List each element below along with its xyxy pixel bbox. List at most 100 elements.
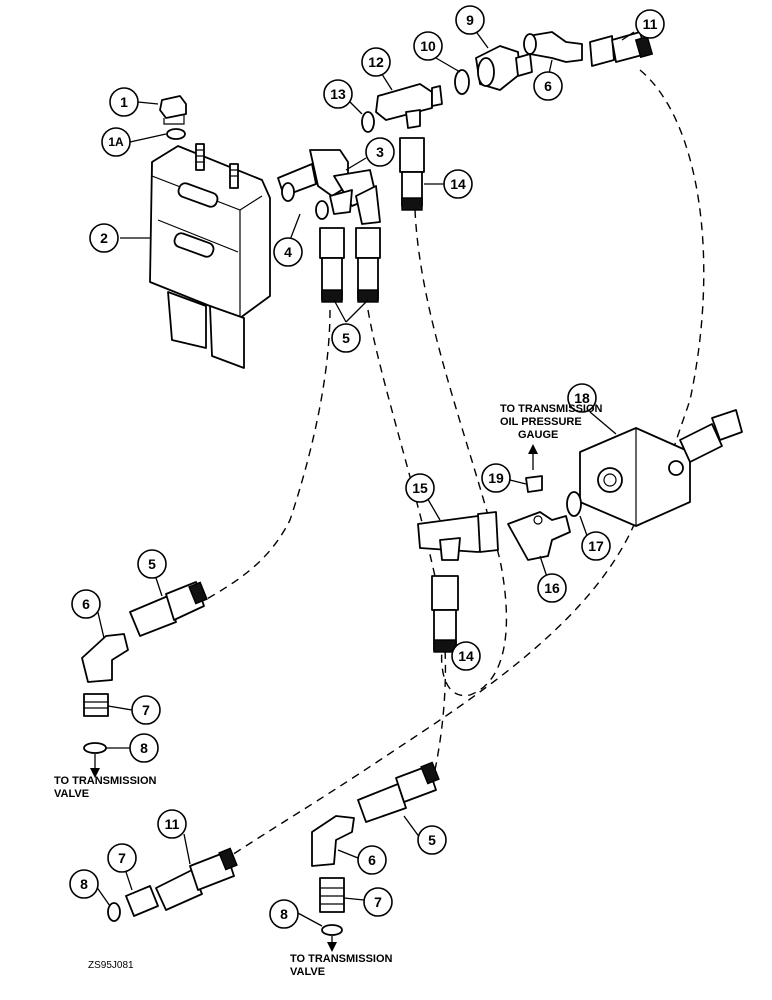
svg-text:18: 18 <box>574 390 590 406</box>
note-line: TO TRANSMISSION <box>290 953 393 965</box>
connector-fitting <box>83 693 109 717</box>
svg-text:14: 14 <box>450 176 466 192</box>
note-line: VALVE <box>54 788 89 800</box>
hose-line-14 <box>414 209 508 697</box>
callout-16: 16 <box>537 573 567 603</box>
callout-14-top: 14 <box>443 169 473 199</box>
annotation-gauge: TO TRANSMISSION OIL PRESSURE GAUGE <box>500 403 603 441</box>
o-ring <box>321 924 343 936</box>
callout-2: 2 <box>89 223 119 253</box>
callout-13: 13 <box>323 79 353 109</box>
leader-lines <box>95 25 635 927</box>
svg-text:1A: 1A <box>108 135 124 149</box>
svg-text:6: 6 <box>368 852 376 868</box>
manifold-block <box>579 409 743 527</box>
svg-text:14: 14 <box>458 648 474 664</box>
svg-text:11: 11 <box>165 816 180 832</box>
hose-end <box>589 31 654 67</box>
connector-fitting <box>319 877 345 913</box>
callout-7-bottom-left: 7 <box>107 843 137 873</box>
note-line: OIL PRESSURE <box>500 416 582 428</box>
callout-14-bottom: 14 <box>451 641 481 671</box>
callout-8-bottom-left: 8 <box>69 869 99 899</box>
svg-text:10: 10 <box>420 38 436 54</box>
tee-fitting <box>375 83 443 129</box>
o-ring <box>315 200 329 220</box>
figure-code: ZS95J081 <box>88 960 134 971</box>
svg-text:8: 8 <box>80 876 88 892</box>
svg-text:7: 7 <box>142 702 150 718</box>
svg-text:19: 19 <box>488 470 504 486</box>
o-ring <box>361 111 375 133</box>
hose-line-18-to-11 <box>231 509 641 856</box>
callout-8-left: 8 <box>129 733 159 763</box>
elbow-fitting <box>523 31 583 63</box>
annotation-valve-bottom: TO TRANSMISSION VALVE <box>290 953 393 978</box>
callout-11-bottom: 11 <box>157 809 187 839</box>
callout-6-bottom: 6 <box>357 845 387 875</box>
hose-end <box>155 847 238 911</box>
hose-end <box>431 575 459 653</box>
elbow-fitting <box>81 633 129 683</box>
svg-text:2: 2 <box>100 230 108 246</box>
note-line: VALVE <box>290 966 325 978</box>
o-ring <box>566 491 582 517</box>
hose-end <box>357 761 440 823</box>
svg-text:7: 7 <box>118 850 126 866</box>
hose-line-11-to-18 <box>639 69 705 471</box>
o-ring <box>166 128 186 140</box>
adapter-fitting <box>475 45 533 91</box>
callout-18: 18 <box>567 383 597 413</box>
o-ring <box>83 742 107 754</box>
callouts: 1 1A 2 3 4 5 9 10 6 11 12 13 14 18 19 15… <box>69 5 665 929</box>
svg-text:5: 5 <box>428 832 436 848</box>
svg-text:3: 3 <box>376 144 384 160</box>
callout-3: 3 <box>365 137 395 167</box>
connector-fitting <box>125 885 159 917</box>
plug <box>159 95 187 125</box>
callout-5-bottom: 5 <box>417 825 447 855</box>
svg-text:17: 17 <box>588 538 604 554</box>
note-line: TO TRANSMISSION <box>500 403 603 415</box>
callout-17: 17 <box>581 531 611 561</box>
note-line: GAUGE <box>518 429 558 441</box>
callout-10: 10 <box>413 31 443 61</box>
svg-text:8: 8 <box>280 906 288 922</box>
callout-7-bottom: 7 <box>363 887 393 917</box>
plug <box>525 475 543 493</box>
svg-text:7: 7 <box>374 894 382 910</box>
hose-end <box>399 137 425 211</box>
svg-text:12: 12 <box>368 54 384 70</box>
annotation-valve-left: TO TRANSMISSION VALVE <box>54 775 157 800</box>
o-ring <box>107 902 121 922</box>
callout-19: 19 <box>481 463 511 493</box>
callout-4: 4 <box>273 237 303 267</box>
callout-5-left: 5 <box>137 549 167 579</box>
callout-1: 1 <box>109 87 139 117</box>
o-ring <box>281 182 295 202</box>
svg-text:15: 15 <box>412 480 428 496</box>
o-ring <box>454 69 470 95</box>
tee-fitting <box>417 511 499 561</box>
svg-text:16: 16 <box>544 580 560 596</box>
svg-text:5: 5 <box>148 556 156 572</box>
callout-9: 9 <box>455 5 485 35</box>
hose-end <box>319 227 345 303</box>
svg-text:6: 6 <box>544 78 552 94</box>
direction-arrows <box>90 444 538 952</box>
callout-6-top: 6 <box>533 71 563 101</box>
callout-11-top: 11 <box>635 9 665 39</box>
callout-8-bottom: 8 <box>269 899 299 929</box>
valve-body <box>149 143 271 369</box>
svg-text:9: 9 <box>466 12 474 28</box>
svg-text:11: 11 <box>643 16 658 32</box>
hose-line-left-5 <box>204 309 331 601</box>
svg-text:6: 6 <box>82 596 90 612</box>
hose-end <box>129 581 208 637</box>
callout-6-left: 6 <box>71 589 101 619</box>
note-line: TO TRANSMISSION <box>54 775 157 787</box>
svg-text:13: 13 <box>330 86 346 102</box>
elbow-fittings <box>277 149 381 225</box>
callout-12: 12 <box>361 47 391 77</box>
callout-1a: 1A <box>101 127 131 157</box>
